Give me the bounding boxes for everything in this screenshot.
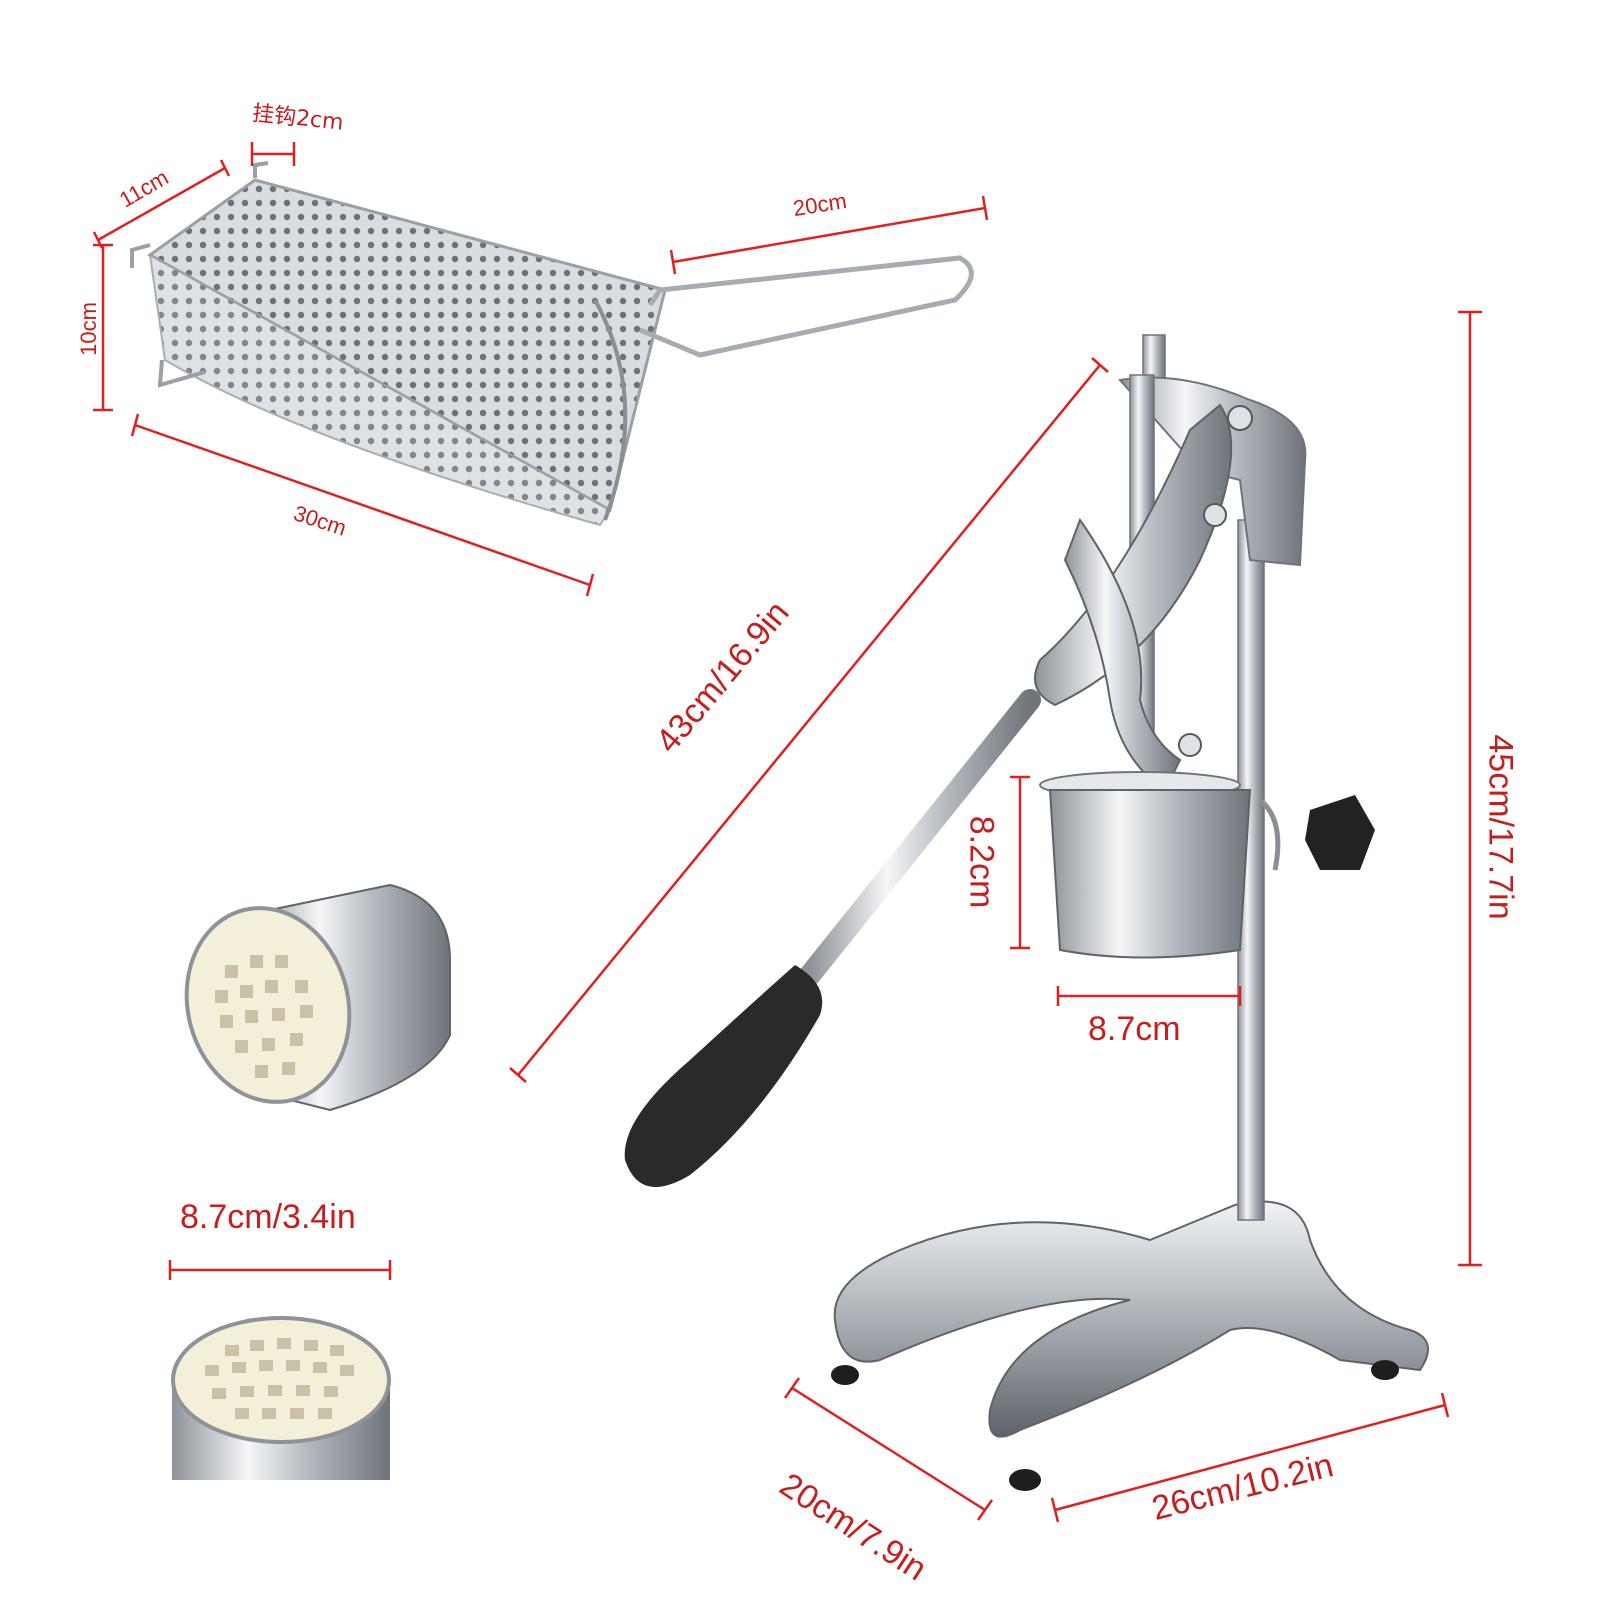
basket-height-label: 10cm <box>75 302 101 356</box>
cup-height-label: 8.2cm <box>962 815 1001 909</box>
fry-cutter-press <box>624 334 1429 1491</box>
cup-width-label: 8.7cm <box>1088 1010 1181 1048</box>
blade-diameter-label: 8.7cm/3.4in <box>180 1198 356 1236</box>
blade-cup-front <box>171 1316 391 1480</box>
blade-cup-angled <box>184 883 451 1112</box>
blade-dimension-line <box>168 1260 392 1280</box>
basket-dimension-lines <box>92 142 989 597</box>
fry-basket <box>130 161 974 527</box>
press-height-label: 45cm/17.7in <box>1481 734 1520 920</box>
press-dimension-lines <box>509 310 1482 1523</box>
